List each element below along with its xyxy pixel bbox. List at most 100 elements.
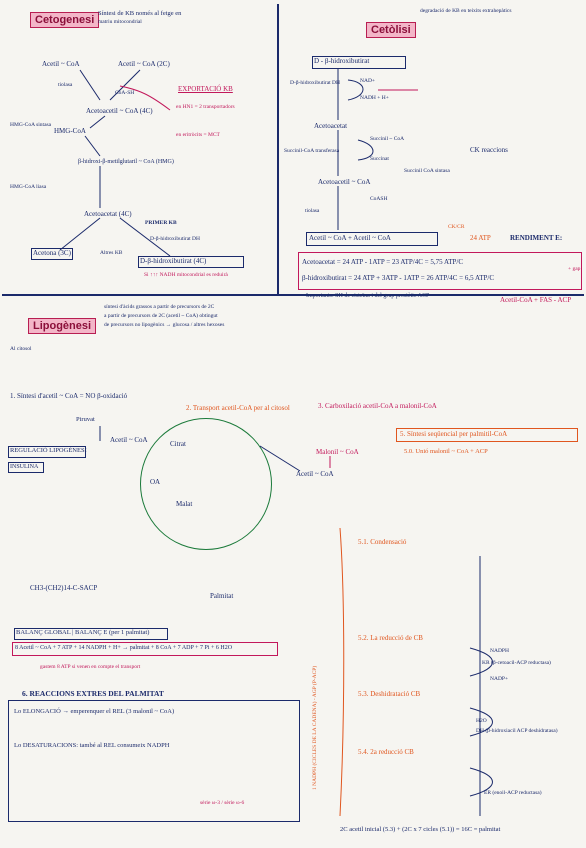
lisi-desc: degradació de KB en teixits extrahepàtic… — [420, 8, 512, 14]
ceto-nadh-note: Si ↑↑↑ NADH mitocondrial es reduirà — [144, 272, 228, 278]
lipo-acetilcoa: Acetil ~ CoA — [110, 436, 148, 444]
lisi-nad: NAD+ — [360, 78, 376, 84]
lipo-arrows — [99, 426, 493, 817]
ceto-acetoacetat: Acetoacetat (4C) — [84, 210, 132, 218]
lisi-dbeta-box — [312, 56, 406, 69]
ceto-acetil2: Acetil ~ CoA (2C) — [118, 60, 170, 68]
lipo-step2: 2. Transport acetil-CoA per al citosol — [186, 404, 290, 412]
lipo-s53: 5.3. Deshidratació CB — [358, 690, 421, 698]
ceto-arrows — [59, 69, 171, 257]
lipo-h2o: H2O — [476, 718, 487, 724]
lisi-r1: Acetoacetat = 24 ATP - 1ATP = 23 ATP/4C … — [302, 258, 464, 266]
lisi-sintasa: Succinil CoA sintasa — [404, 168, 450, 174]
lisi-succinat: Succinat — [370, 156, 389, 162]
lipo-step3: 3. Carboxilació acetil-CoA a malonil-CoA — [318, 402, 437, 410]
section-title-cetolisi: Cetòlisi — [366, 22, 416, 38]
lipo-desc3: de precursors no lipogènics → glucosa / … — [104, 322, 225, 328]
lipo-malonil: Malonil ~ CoA — [316, 448, 359, 456]
lisi-rendiment-box — [298, 252, 582, 290]
lipo-s51: 5.1. Condensació — [358, 538, 407, 546]
lisi-arrows — [337, 68, 418, 230]
lisi-r2: β-hidroxibutirat = 24 ATP + 3ATP - 1ATP … — [302, 274, 495, 282]
ceto-enhn: en HN1 = 2 transportadors — [176, 104, 235, 110]
ceto-intro: Síntesi de KB només al fetge en — [98, 10, 182, 17]
mitochondrion-outline — [140, 418, 272, 550]
lipo-bal-box — [14, 628, 168, 640]
lisi-dbeta: D - β-hidroxibutirat — [314, 57, 370, 65]
ceto-acetona-box — [31, 248, 73, 260]
lipo-bal: BALANÇ GLOBAL | BALANÇ E (per 1 palmitat… — [16, 629, 150, 636]
section-title-cetogenesi: Cetogenesi — [30, 12, 100, 28]
lipo-s6-box — [8, 700, 300, 822]
lipo-omega: sèrie ω-3 / sèrie ω-6 — [200, 800, 245, 806]
lipo-s54: 5.4. 2a reducció CB — [358, 748, 414, 756]
lipo-bal-eq-box — [12, 642, 278, 656]
ceto-primer-kb: PRIMER KB — [145, 220, 177, 226]
lipo-reg: REGULACIÓ LIPOGÈNESI — [10, 447, 87, 454]
ceto-betabut-box — [138, 256, 244, 268]
ceto-acetoacetil: Acetoacetil ~ CoA (4C) — [86, 107, 153, 115]
lisi-final-box — [306, 232, 438, 246]
lisi-succinil: Succinil ~ CoA — [370, 136, 405, 142]
lipo-oa: OA — [150, 478, 161, 486]
ceto-rbc: en eritròcits = MCT — [176, 132, 220, 138]
lipo-imp: Importants: SH de cisteïna i del grup pr… — [306, 293, 430, 299]
lipo-kr: KR (β-cetoacil-ACP reductasa) — [482, 660, 551, 666]
lisi-coash: CoASH — [370, 196, 388, 202]
lipo-desat: Lo DESATURACIONS: també al REL consumeix… — [14, 742, 170, 749]
lipo-s6: 6. REACCIONS EXTRES DEL PALMITAT — [22, 689, 164, 698]
lisi-rendiment: RENDIMENT E: — [510, 234, 563, 242]
lisi-ck: CK reaccions — [470, 146, 508, 154]
ceto-hmg-liasa: HMG-CoA liasa — [10, 184, 47, 190]
ceto-tiolasa: tiolasa — [58, 82, 73, 88]
lipo-loc: Al citosol — [10, 346, 32, 352]
lipo-citrat-mit: Citrat — [170, 440, 186, 448]
ceto-hmg-sintasa: HMG-CoA sintasa — [10, 122, 52, 128]
lisi-gap: + gap — [568, 266, 581, 272]
lipo-elong: Lo ELONGACIÓ → emperenquer el REL (3 mal… — [14, 708, 175, 715]
ceto-exportacio: EXPORTACIÓ KB — [178, 85, 233, 93]
lipo-er: ER (enoil-ACP reductasa) — [484, 790, 542, 796]
lipo-nadph: NADPH — [490, 648, 509, 654]
lisi-acetoacetat: Acetoacetat — [314, 122, 348, 130]
section-title-lipogenesi: Lipogènesi — [28, 318, 97, 334]
lisi-tiolasa: tiolasa — [305, 208, 320, 214]
lipo-step5-box — [396, 428, 578, 442]
lisi-acetoacetil: Acetoacetil ~ CoA — [318, 178, 371, 186]
lipo-piruvat: Piruvat — [76, 416, 95, 423]
lisi-ck-label: CK/CR — [448, 224, 465, 230]
ceto-betah-dh: D-β-hidroxibutirat DH — [150, 236, 200, 242]
lipo-step5-0: 5.0. Unió malonil ~ CoA + ACP — [404, 448, 488, 455]
lipo-step5: 5. Síntesi seqüencial per palmitil-CoA — [400, 430, 508, 438]
lipo-s52: 5.2. La reducció de CB — [358, 634, 423, 642]
ceto-hmg: HMG-CoA — [54, 127, 86, 135]
lisi-dh: D-β-hidroxibutirat DH — [290, 80, 340, 86]
lipo-palmitat: Palmitat — [210, 592, 234, 600]
ceto-betabut: D-β-hidroxibutirat (4C) — [140, 257, 207, 265]
lisi-nadh: NADH + H+ — [360, 95, 389, 101]
lipo-nadp: NADP+ — [490, 676, 509, 682]
lipo-insulina-box — [8, 462, 44, 473]
lisi-atp24: 24 ATP — [470, 234, 491, 242]
divider-vertical — [277, 4, 279, 294]
ceto-acetil1: Acetil ~ CoA — [42, 60, 80, 68]
ceto-hmg-full: β-hidroxi-β-metilglutaril ~ CoA (HMG) — [78, 159, 174, 165]
lipo-final-eq: 2C acetil inicial (5.3) + (2C x 7 cicles… — [340, 826, 501, 833]
lipo-bal-eq: 8 Acetil ~ CoA + 7 ATP + 14 NADPH + H+ →… — [15, 645, 233, 651]
lisi-transf: Succinil-CoA transferasa — [284, 148, 340, 154]
lipo-desc2: a partir de precursors de 2C (acetil ~ C… — [104, 313, 218, 319]
lipo-reg-box — [8, 446, 86, 458]
lisi-final: Acetil ~ CoA + Acetil ~ CoA — [309, 234, 391, 242]
lipo-malat: Malat — [176, 500, 193, 508]
lipo-acetilcoa-cyto: Acetil ~ CoA — [296, 470, 334, 478]
lipo-step1: 1. Síntesi d'acetil ~ CoA = NO β-oxidaci… — [10, 392, 128, 400]
ceto-acetona: Acetona (3C) — [33, 249, 71, 257]
ceto-mito: matriu mitocondrial — [98, 19, 142, 25]
lipo-bal-note: gastem 8 ATP si venen en compte el trans… — [40, 664, 141, 670]
ceto-coash: CoA-SH — [115, 90, 135, 96]
lipo-desc1: síntesi d'àcids grassos a partir de prec… — [104, 304, 215, 310]
lipo-insulina: INSULINA — [10, 464, 39, 470]
ceto-altres-kb: Altres KB — [100, 250, 123, 256]
divider-horizontal — [2, 294, 584, 296]
lipo-ch3: CH3-(CH2)14-C-SACP — [30, 584, 98, 592]
